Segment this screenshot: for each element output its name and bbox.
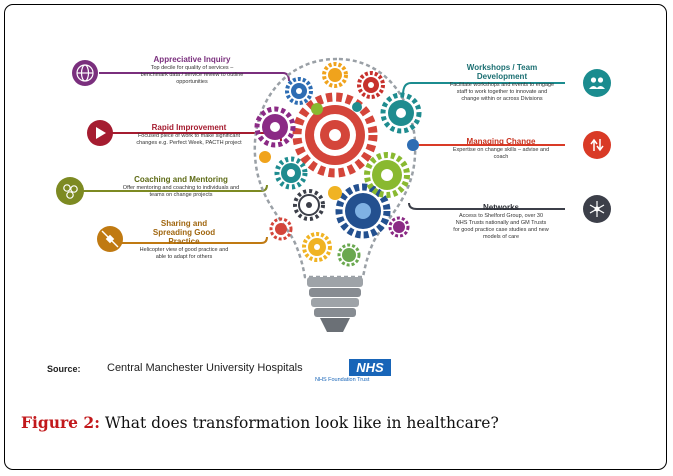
gear-icon: [292, 92, 378, 178]
block-title: Appreciative Inquiry: [153, 55, 231, 64]
lightbulb-illustration: ​: [56, 57, 611, 332]
source-label: Source:: [47, 364, 81, 374]
gear-icon: [337, 243, 361, 267]
gear-icon: [302, 232, 332, 262]
networks-block: Networks Access to Shelford Group, over …: [445, 203, 557, 241]
block-title: Workshops / Team Development: [466, 63, 538, 81]
sharing-good-practice-block: Sharing and Spreading Good Practice Heli…: [125, 219, 243, 261]
block-title: Rapid Improvement: [151, 123, 227, 132]
block-title: Coaching and Mentoring: [134, 175, 228, 184]
workshops-team-development-block: Workshops / Team Development Facilitate …: [447, 63, 557, 103]
gear-icon: [322, 62, 348, 88]
bulb-base: [307, 277, 363, 332]
hexagon-cluster-icon: [56, 177, 84, 205]
gear-icon: [259, 151, 271, 163]
gear-icon: [388, 216, 410, 238]
connector-line: [75, 184, 268, 192]
gear-icon: [311, 103, 323, 115]
nhs-trust-label: NHS Foundation Trust: [315, 377, 370, 383]
block-description: Focused piece of work to make significan…: [136, 133, 242, 146]
block-description: Access to Shelford Group, over 30 NHS Tr…: [453, 213, 549, 240]
network-icon: [583, 195, 611, 223]
block-description: Expertise on change skills – advise and …: [452, 147, 550, 160]
block-description: Helicopter view of good practice and abl…: [139, 247, 229, 260]
block-title: Managing Change: [466, 137, 536, 146]
gear-icon: [328, 186, 342, 200]
block-description: Top decile for quality of services – ben…: [140, 65, 244, 85]
team-icon: [583, 69, 611, 97]
gear-icon: [254, 106, 296, 148]
gear-icon: [269, 217, 293, 241]
block-description: Facilitate workshops and events to engag…: [449, 82, 555, 102]
gear-icon: [407, 139, 419, 151]
rapid-improvement-block: Rapid Improvement Focused piece of work …: [119, 123, 259, 147]
block-title: Sharing and Spreading Good Practice: [152, 219, 216, 246]
figure-frame: ​ Appreciative Inquiry Top decile for qu…: [4, 4, 667, 470]
block-title: Networks: [482, 203, 519, 212]
gear-icon: [380, 92, 422, 134]
gear-icon: [364, 152, 410, 198]
block-description: Offer mentoring and coaching to individu…: [122, 185, 240, 198]
figure-caption: Figure 2: What does transformation look …: [21, 413, 499, 432]
caption-text: What does transformation look like in he…: [104, 414, 499, 432]
connector-line: [408, 202, 565, 210]
gear-icon: [285, 77, 313, 105]
gear-icon: [352, 102, 362, 112]
globe-icon: [72, 60, 98, 86]
nhs-logo: NHS: [349, 359, 391, 376]
play-arrow-icon: [87, 120, 113, 146]
gear-icon: [357, 71, 385, 99]
transformation-diagram: ​ Appreciative Inquiry Top decile for qu…: [17, 15, 667, 345]
gear-icon: [335, 183, 391, 239]
figure-label: Figure 2:: [21, 413, 100, 432]
connector-line: [112, 236, 268, 244]
up-down-arrows-icon: [583, 131, 611, 159]
source-attribution: Source: Central Manchester University Ho…: [47, 359, 407, 391]
managing-change-block: Managing Change Expertise on change skil…: [445, 137, 557, 161]
gear-icon: [274, 156, 308, 190]
appreciative-inquiry-block: Appreciative Inquiry Top decile for qual…: [117, 55, 267, 86]
gear-icon: [293, 189, 325, 221]
satellite-icon: [97, 226, 123, 252]
source-organisation: Central Manchester University Hospitals: [107, 362, 303, 374]
gear-cluster: [254, 62, 422, 267]
coaching-mentoring-block: Coaching and Mentoring Offer mentoring a…: [111, 175, 251, 199]
